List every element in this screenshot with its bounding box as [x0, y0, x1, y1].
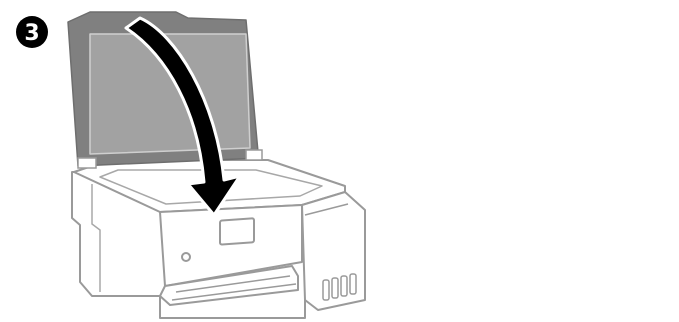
ink-window-4 [349, 273, 357, 295]
power-button [181, 252, 191, 262]
output-tray-lip [171, 283, 297, 301]
step-number: 3 [24, 21, 39, 46]
control-screen [219, 217, 255, 246]
ink-tank-top [304, 203, 349, 216]
output-tray [159, 265, 299, 306]
step-badge: 3 [16, 16, 48, 48]
output-tray-slot [175, 275, 291, 293]
ink-window-1 [322, 279, 330, 301]
close-arrow [124, 16, 242, 217]
lid-hinge-right [245, 149, 263, 161]
ink-window-2 [331, 277, 339, 299]
lid-hinge-left [77, 157, 97, 169]
side-edge [91, 184, 101, 292]
step-badge-circle [16, 16, 48, 48]
ink-tank-unit [301, 191, 366, 311]
ink-window-3 [340, 275, 348, 297]
front-panel [159, 204, 303, 287]
curved-arrow-down-icon [124, 16, 242, 217]
